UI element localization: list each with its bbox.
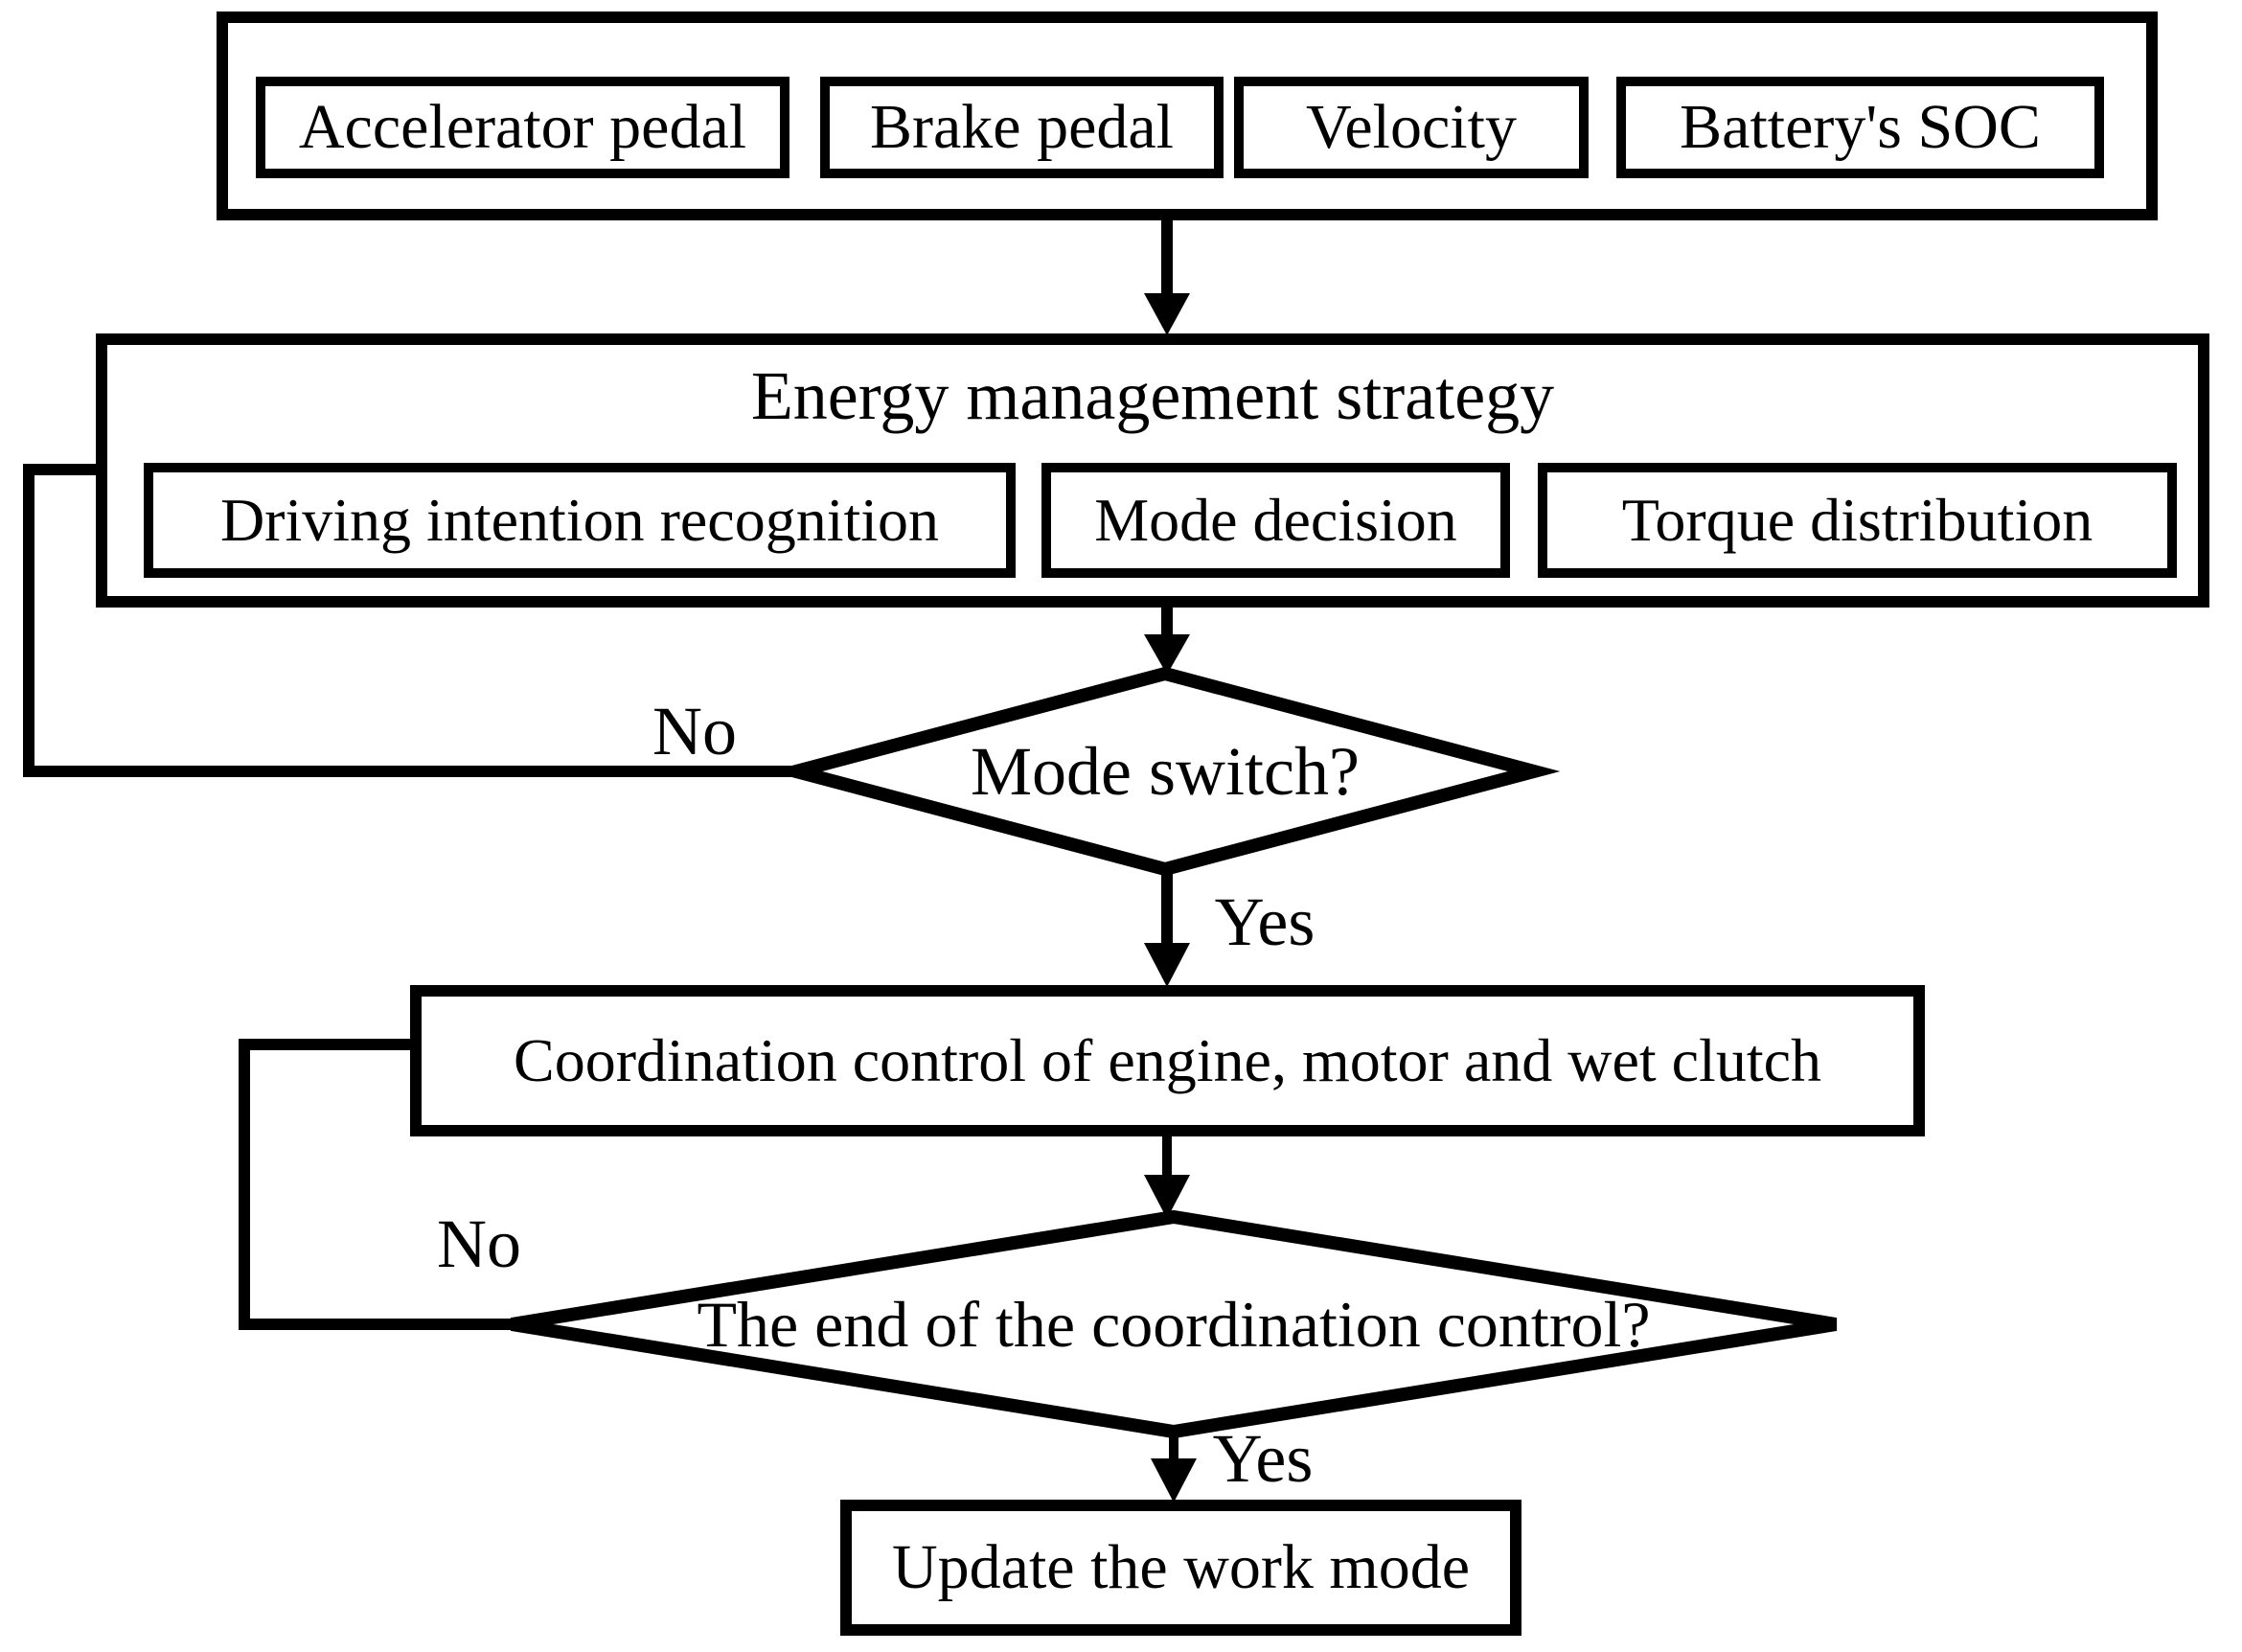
input-label-brake-pedal: Brake pedal bbox=[869, 92, 1174, 162]
input-label-velocity: Velocity bbox=[1306, 92, 1517, 162]
arrow-energy-to-modeswitch-head bbox=[1144, 634, 1190, 675]
energy-label-driving-intention: Driving intention recognition bbox=[219, 486, 940, 554]
input-label-battery-soc: Battery's SOC bbox=[1680, 92, 2041, 162]
energy-box-mode-decision: Mode decision bbox=[1041, 463, 1510, 578]
coordination-control-box: Coordination control of engine, motor an… bbox=[410, 985, 1925, 1136]
mode-switch-label: Mode switch? bbox=[971, 733, 1360, 810]
arrow-coordination-to-end-head bbox=[1144, 1175, 1190, 1219]
energy-label-mode-decision: Mode decision bbox=[1094, 486, 1457, 554]
input-box-battery-soc: Battery's SOC bbox=[1616, 77, 2104, 178]
energy-strategy-title: Energy management strategy bbox=[750, 357, 1555, 434]
energy-label-torque-distribution: Torque distribution bbox=[1621, 486, 2093, 554]
no-loop-coordination-line bbox=[239, 1039, 517, 1330]
decision-mode-switch-shape bbox=[769, 666, 1561, 877]
coordination-control-label: Coordination control of engine, motor an… bbox=[514, 1026, 1821, 1094]
coordination-end-no-label: No bbox=[437, 1205, 521, 1282]
mode-switch-yes-label: Yes bbox=[1214, 883, 1315, 960]
input-box-accelerator-pedal: Accelerator pedal bbox=[256, 77, 789, 178]
arrow-inputs-to-energy-head bbox=[1144, 293, 1190, 335]
decision-coordination-end-shape bbox=[510, 1209, 1838, 1439]
input-label-accelerator-pedal: Accelerator pedal bbox=[298, 92, 747, 162]
input-box-brake-pedal: Brake pedal bbox=[820, 77, 1224, 178]
input-box-velocity: Velocity bbox=[1234, 77, 1589, 178]
coordination-end-yes-label: Yes bbox=[1212, 1420, 1314, 1497]
mode-switch-no-label: No bbox=[652, 693, 737, 769]
energy-box-driving-intention: Driving intention recognition bbox=[144, 463, 1016, 578]
no-loop-modeswitch-line bbox=[23, 464, 801, 777]
arrow-modeswitch-yes-head bbox=[1144, 943, 1190, 987]
energy-box-torque-distribution: Torque distribution bbox=[1538, 463, 2177, 578]
update-work-mode-label: Update the work mode bbox=[892, 1532, 1470, 1602]
update-work-mode-box: Update the work mode bbox=[840, 1500, 1521, 1636]
arrow-coordination-yes-head bbox=[1151, 1458, 1197, 1503]
coordination-end-label: The end of the coordination control? bbox=[697, 1288, 1651, 1361]
